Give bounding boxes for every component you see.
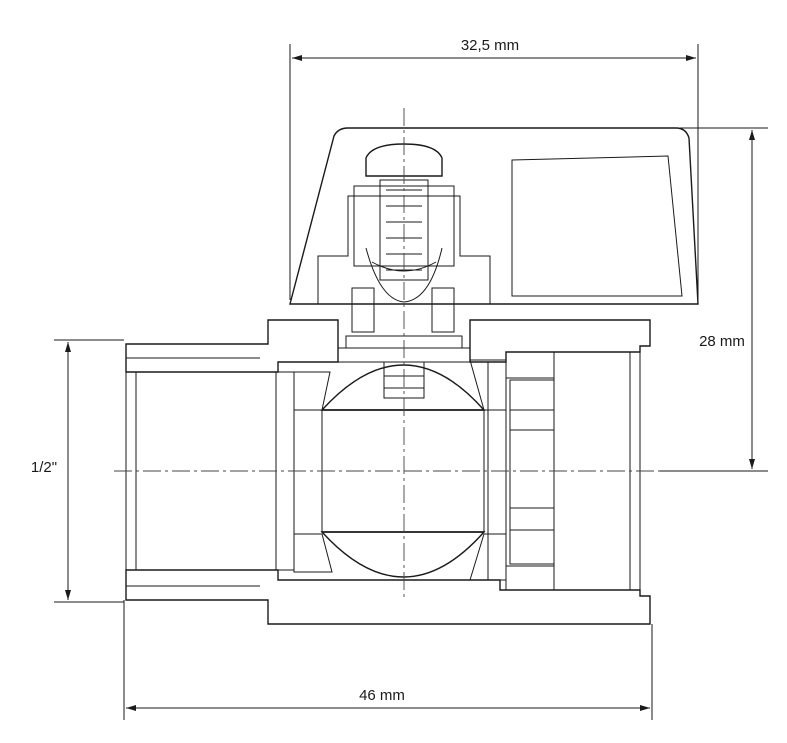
dimension-top-width: 32,5 mm bbox=[289, 37, 699, 300]
dim-label-bottom-width: 46 mm bbox=[359, 687, 405, 704]
valve-body bbox=[125, 319, 651, 625]
center-lines bbox=[114, 108, 768, 600]
ball bbox=[275, 359, 507, 581]
dimension-height: 28 mm bbox=[660, 127, 768, 472]
dim-label-top-width: 32,5 mm bbox=[461, 37, 519, 54]
dimension-bottom-width: 46 mm bbox=[123, 600, 653, 720]
dim-label-height: 28 mm bbox=[699, 333, 745, 350]
dimension-thread: 1/2" bbox=[31, 339, 124, 603]
handle bbox=[289, 127, 699, 305]
dim-label-thread: 1/2" bbox=[31, 459, 57, 476]
